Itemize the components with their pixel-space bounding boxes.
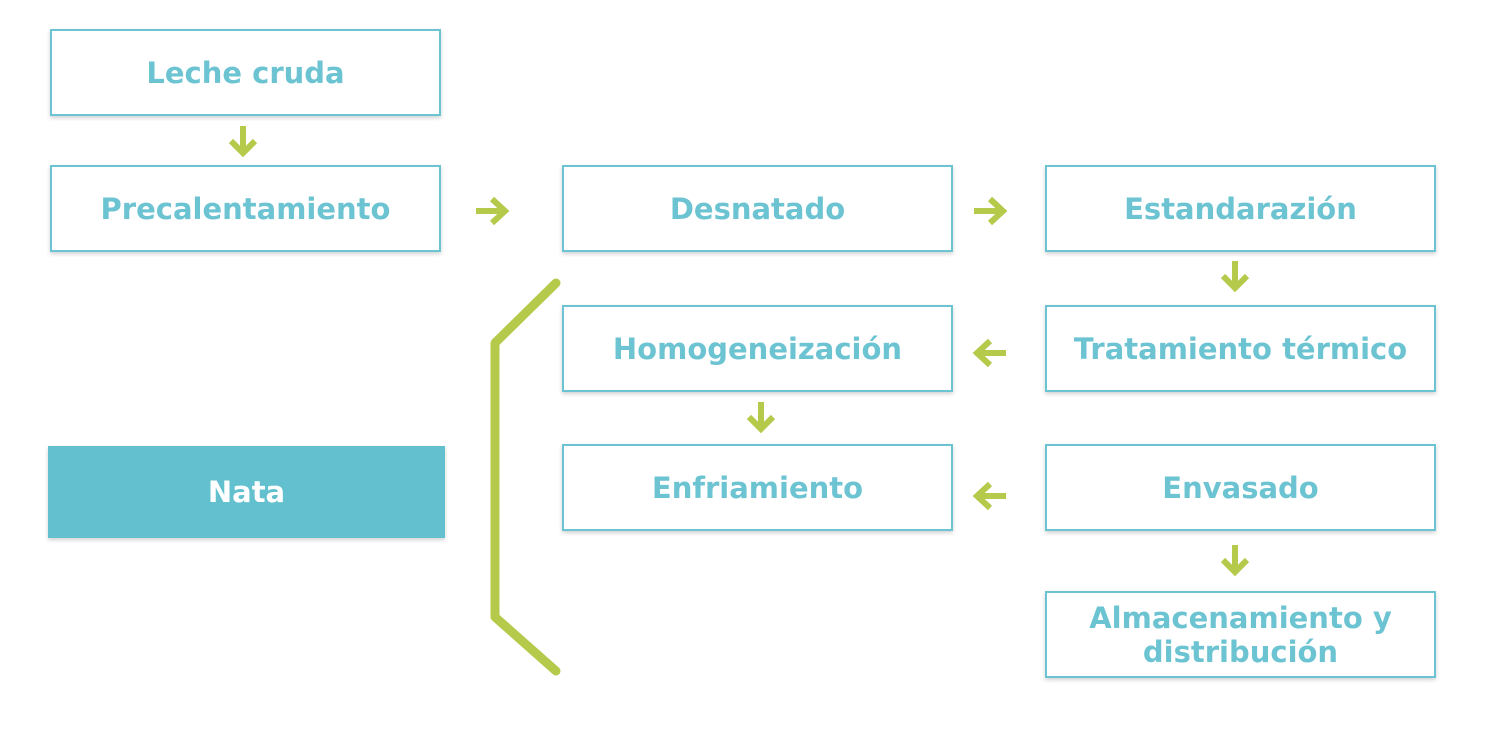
step-almacenamiento: Almacenamiento y distribución [1045,591,1436,678]
step-estandarazion: Estandarazión [1045,165,1436,252]
step-nata: Nata [48,446,445,538]
step-label: Tratamiento térmico [1073,331,1408,366]
step-homogeneizacion: Homogeneización [562,305,953,392]
step-label: Precalentamiento [100,191,391,226]
step-label: Homogeneización [612,331,903,366]
step-enfriamiento: Enfriamiento [562,444,953,531]
step-label: Envasado [1162,470,1319,505]
step-label: Enfriamiento [651,470,864,505]
step-label-line-2: distribución [1142,634,1339,669]
step-precalentamiento: Precalentamiento [50,165,441,252]
arrow-down-icon [1220,543,1250,577]
step-label: Nata [207,475,286,509]
arrow-left-icon [972,338,1008,368]
arrow-down-icon [1220,259,1250,293]
step-label: Leche cruda [146,55,345,90]
arrow-down-icon [228,124,258,158]
step-label-line-1: Almacenamiento y [1089,600,1392,635]
bracket-line [490,278,561,676]
step-envasado: Envasado [1045,444,1436,531]
step-label: Estandarazión [1124,191,1357,226]
arrow-left-icon [972,481,1008,511]
arrow-right-icon [972,196,1008,226]
step-label: Desnatado [669,191,846,226]
step-desnatado: Desnatado [562,165,953,252]
arrow-down-icon [746,400,776,434]
arrow-right-icon [474,196,510,226]
step-leche-cruda: Leche cruda [50,29,441,116]
step-tratamiento-termico: Tratamiento térmico [1045,305,1436,392]
